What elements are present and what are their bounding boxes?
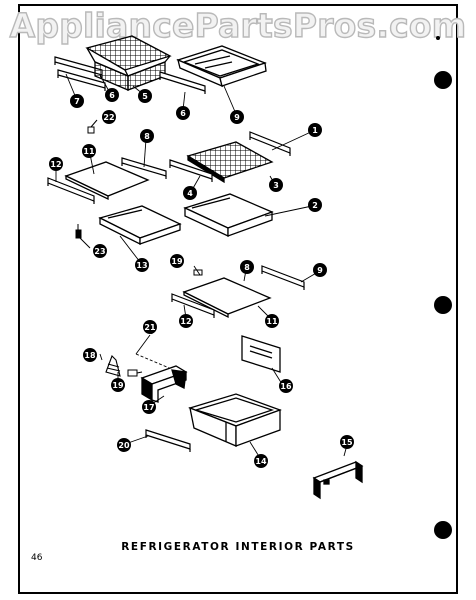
svg-text:15: 15 <box>341 438 353 447</box>
shelf-rail-center-4 <box>169 159 213 182</box>
watermark-logo: AppliancePartsPros.com <box>9 5 467 45</box>
plug-23 <box>75 224 91 249</box>
svg-text:20: 20 <box>118 441 130 450</box>
callout-13: 13 <box>135 258 149 272</box>
wire-basket <box>85 35 172 91</box>
svg-text:21: 21 <box>144 323 156 332</box>
svg-text:19: 19 <box>171 257 183 266</box>
svg-text:11: 11 <box>83 147 95 156</box>
shelf-rail-top-center <box>159 71 206 94</box>
callout-20: 20 <box>117 438 131 452</box>
glass-shelf-center <box>182 277 272 319</box>
svg-text:4: 4 <box>187 189 193 198</box>
svg-text:11: 11 <box>266 317 278 326</box>
svg-text:9: 9 <box>234 113 240 122</box>
page-border <box>18 4 458 594</box>
callout-22: 22 <box>102 110 116 124</box>
binder-hole-top <box>434 71 452 89</box>
callout-18: 18 <box>83 348 97 362</box>
callout-4: 4 <box>183 186 197 200</box>
callout-14: 14 <box>254 454 268 468</box>
callout-6: 6 <box>105 88 119 102</box>
light-bulb-18 <box>105 355 121 377</box>
svg-text:17: 17 <box>143 403 154 412</box>
callout-15: 15 <box>340 435 354 449</box>
dashed-leader-21 <box>135 334 175 371</box>
svg-text:3: 3 <box>273 181 279 190</box>
callout-2: 2 <box>308 198 322 212</box>
page-number: 46 <box>31 553 43 563</box>
leader-lines <box>55 73 348 459</box>
svg-text:8: 8 <box>244 263 250 272</box>
svg-text:13: 13 <box>136 261 147 270</box>
callout-9: 9 <box>230 110 244 124</box>
callout-6b: 6 <box>176 106 190 120</box>
callout-12: 12 <box>49 157 63 171</box>
shelf-rail-pair-top-left <box>54 56 106 91</box>
screw-22 <box>87 119 98 134</box>
svg-text:7: 7 <box>74 97 80 106</box>
callout-21: 21 <box>143 320 157 334</box>
wire-shelf <box>186 141 274 184</box>
svg-text:12: 12 <box>50 160 61 169</box>
svg-text:9: 9 <box>317 266 323 275</box>
callout-19b: 19 <box>111 378 125 392</box>
callout-16: 16 <box>279 379 293 393</box>
callout-23: 23 <box>93 244 107 258</box>
svg-text:12: 12 <box>180 317 191 326</box>
shelf-frame-right <box>183 193 274 238</box>
shelf-frame-left <box>98 205 182 246</box>
svg-text:19: 19 <box>112 381 124 390</box>
svg-text:18: 18 <box>84 351 96 360</box>
svg-text:6: 6 <box>109 91 115 100</box>
socket-19b <box>127 369 143 377</box>
svg-text:5: 5 <box>142 92 148 101</box>
svg-text:2: 2 <box>312 201 318 210</box>
callout-11b: 11 <box>265 314 279 328</box>
crisper-pan-top <box>176 45 267 88</box>
svg-text:16: 16 <box>280 382 292 391</box>
callout-7: 7 <box>70 94 84 108</box>
callout-8: 8 <box>140 129 154 143</box>
callout-5: 5 <box>138 89 152 103</box>
callout-11: 11 <box>82 144 96 158</box>
shelf-rail-right-1 <box>249 131 291 156</box>
shelf-rail-left-12 <box>47 177 95 204</box>
callout-3: 3 <box>269 178 283 192</box>
binder-hole-middle <box>434 296 452 314</box>
crisper-cover-support-15 <box>312 460 364 500</box>
shelf-rail-right-9 <box>261 265 305 290</box>
shelf-rail-bottom-20 <box>145 429 191 452</box>
binder-hole-bottom <box>434 521 452 539</box>
diagram-caption: REFRIGERATOR INTERIOR PARTS <box>121 541 355 553</box>
callout-8b: 8 <box>240 260 254 274</box>
svg-text:22: 22 <box>103 113 114 122</box>
callout-1: 1 <box>308 123 322 137</box>
callout-17: 17 <box>142 400 156 414</box>
crisper-support-bracket <box>140 365 188 403</box>
svg-text:8: 8 <box>144 132 150 141</box>
crisper-pan-bottom <box>188 393 282 447</box>
svg-text:23: 23 <box>94 247 105 256</box>
corner-dot <box>436 36 440 40</box>
svg-text:6: 6 <box>180 109 186 118</box>
svg-text:14: 14 <box>255 457 267 466</box>
shelf-rail-center-12b <box>171 293 215 318</box>
svg-text:1: 1 <box>312 126 318 135</box>
callout-9b: 9 <box>313 263 327 277</box>
control-panel-cover <box>241 335 281 373</box>
callout-19: 19 <box>170 254 184 268</box>
callout-12b: 12 <box>179 314 193 328</box>
